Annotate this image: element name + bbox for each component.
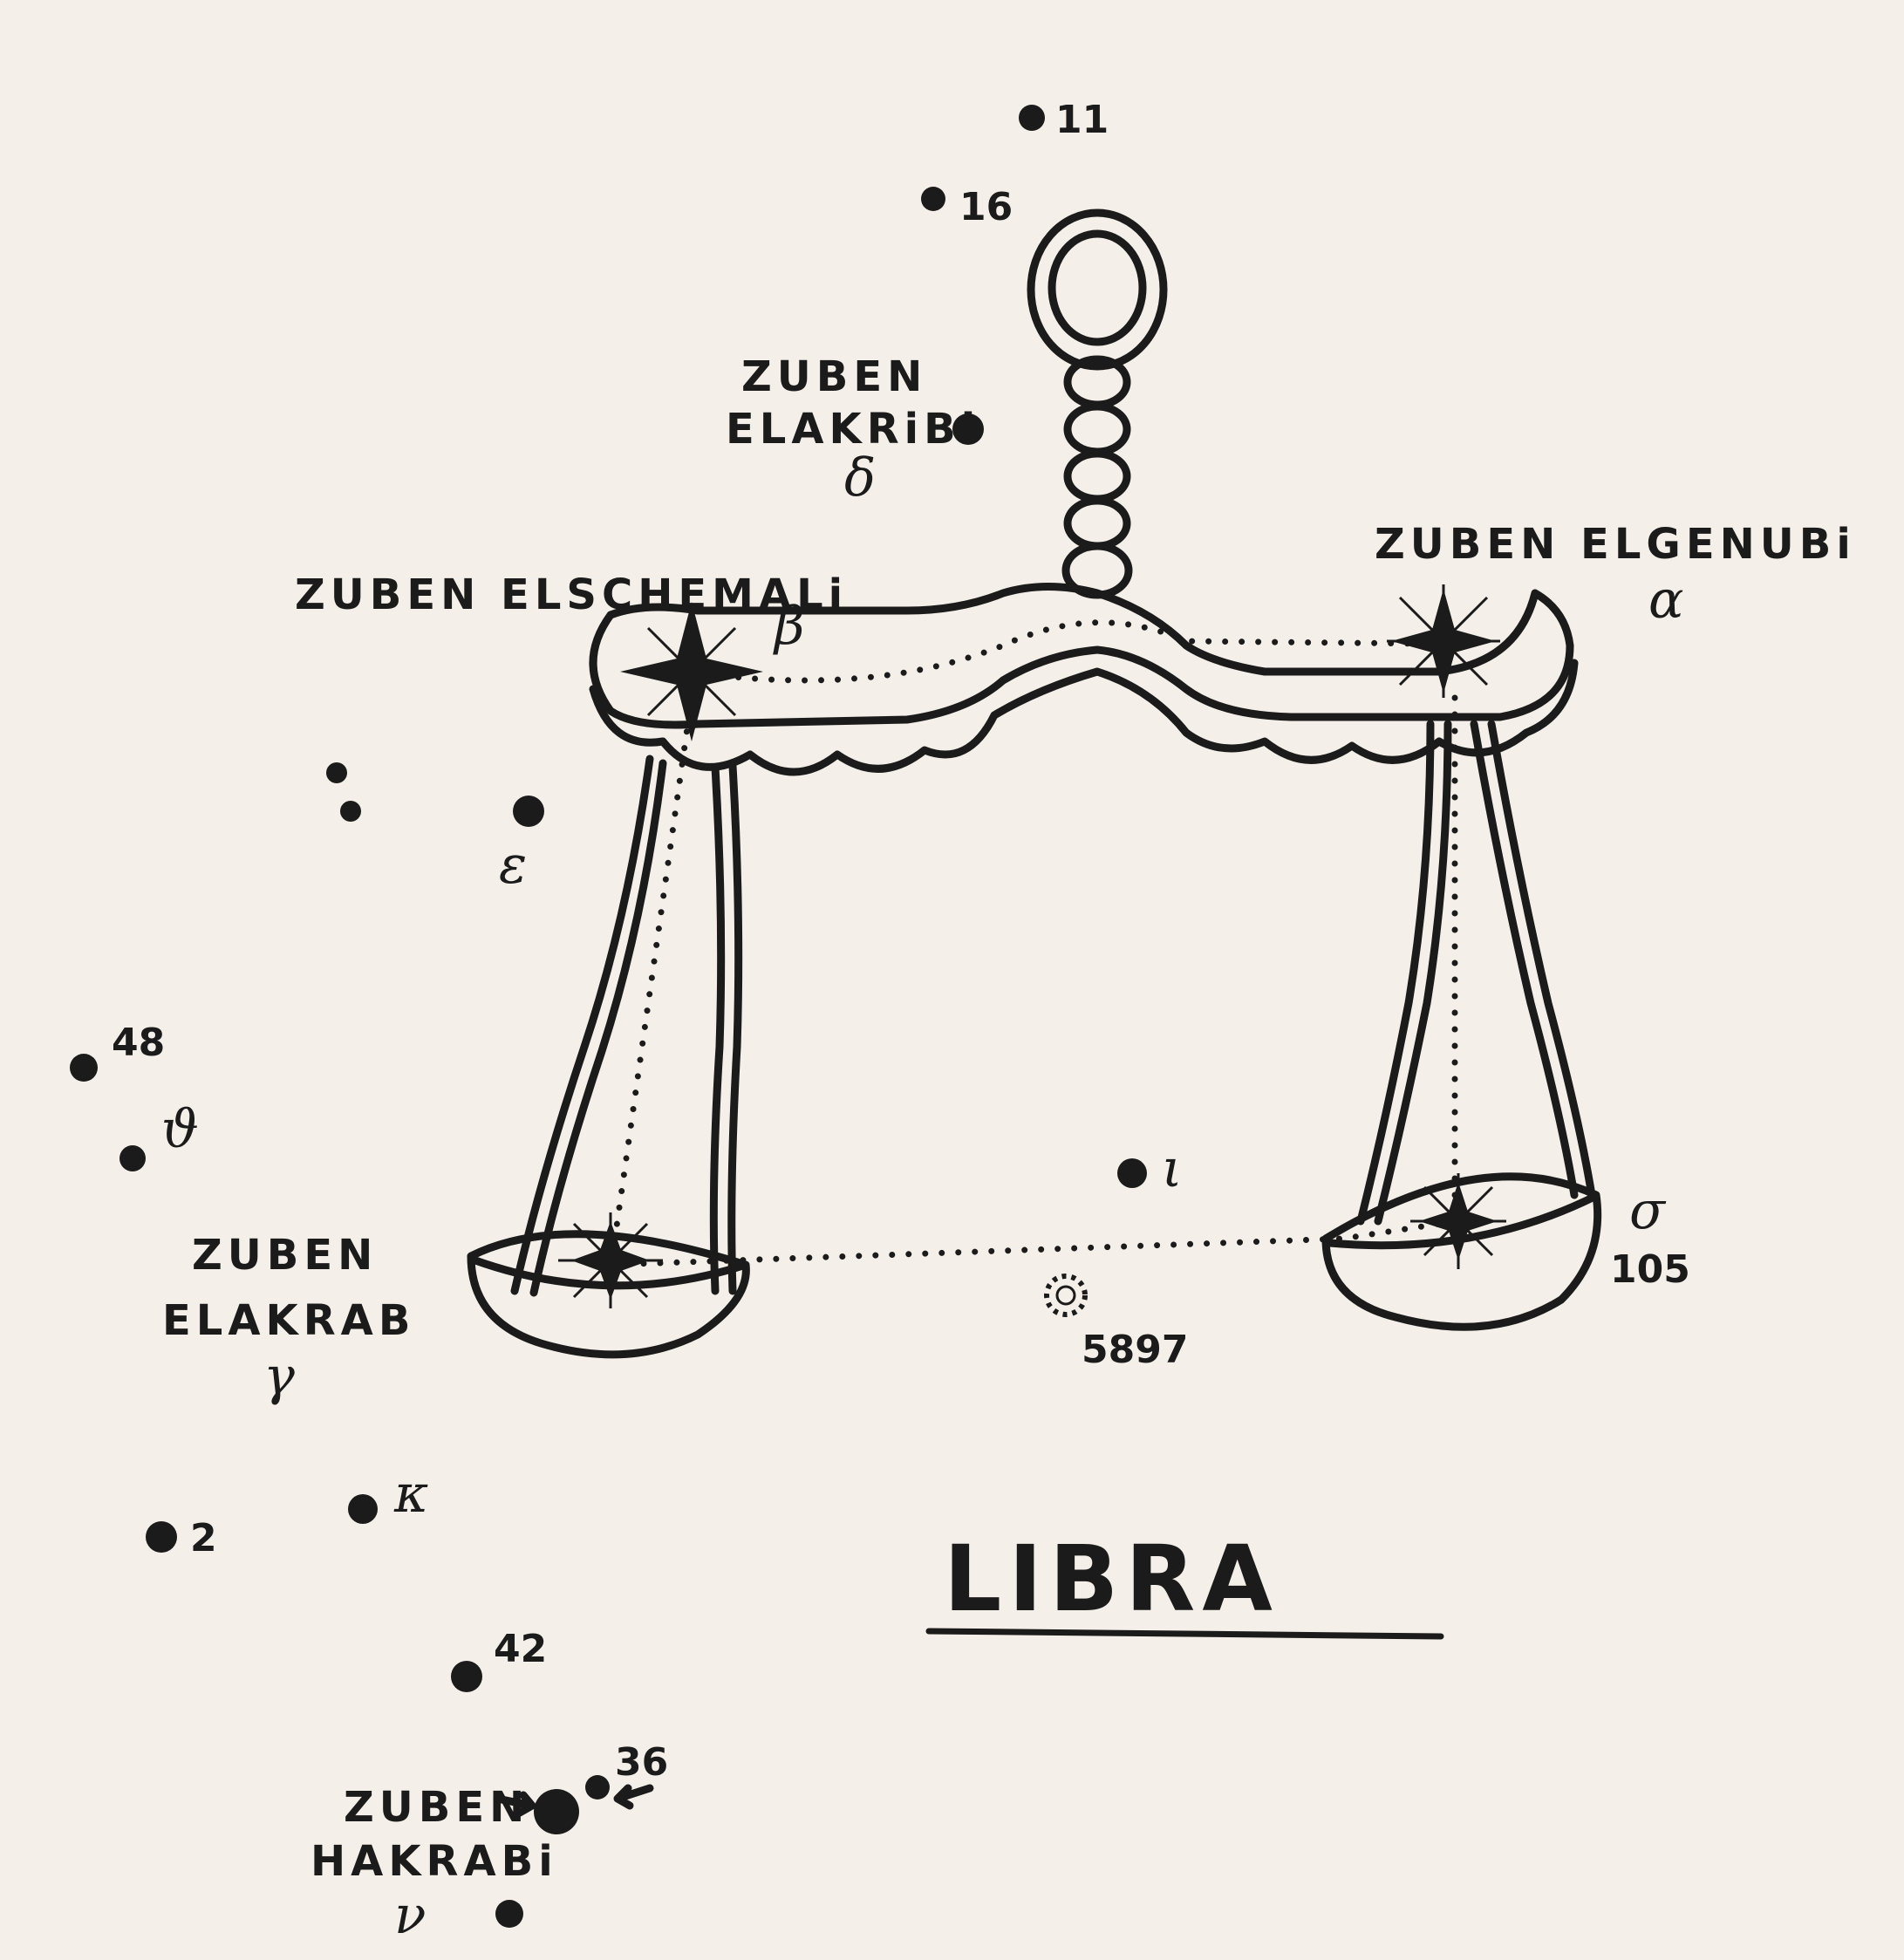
- star-beta: [620, 602, 763, 741]
- left-chains: [510, 755, 743, 1297]
- star-gamma: [558, 1212, 663, 1308]
- hanging-ring-outer: [1027, 208, 1168, 371]
- labels: ZUBEN ELSCHEMALi β ZUBEN ELGENUBi α ZUBE…: [112, 98, 1856, 1946]
- label-nu: ν: [394, 1885, 426, 1946]
- star-dot-delta: [952, 413, 984, 445]
- line-beta-alpha: [686, 619, 1434, 684]
- star-dot-iota: [1117, 1158, 1147, 1188]
- label-gamma: γ: [263, 1346, 295, 1407]
- arrow-right-icon: [613, 1784, 654, 1810]
- label-iota: ι: [1162, 1138, 1183, 1199]
- label-hakrabi-2: HAKRABi: [311, 1837, 558, 1886]
- star-dot-42: [451, 1661, 482, 1692]
- stem-beads: [1061, 355, 1133, 599]
- label-sigma: σ: [1629, 1180, 1667, 1241]
- label-hakrabi-1: ZUBEN: [344, 1783, 529, 1832]
- label-elakrab-1: ZUBEN: [192, 1231, 378, 1280]
- label-48: 48: [112, 1021, 165, 1065]
- right-pan: [1321, 1172, 1602, 1331]
- label-elschemali: ZUBEN ELSCHEMALi: [295, 570, 848, 619]
- star-dot-16: [921, 187, 945, 211]
- constellation-lines: [607, 619, 1460, 1268]
- star-dot-36: [585, 1775, 610, 1800]
- page-title: LIBRA: [944, 1526, 1280, 1632]
- label-36: 36: [615, 1740, 668, 1785]
- star-dot-48: [70, 1054, 98, 1082]
- star-alpha: [1387, 584, 1500, 698]
- label-theta: ϑ: [161, 1099, 199, 1160]
- star-dot-b: [340, 801, 361, 822]
- label-105: 105: [1610, 1247, 1690, 1292]
- beam-fringe: [589, 659, 1579, 776]
- hanging-ring-inner: [1048, 229, 1147, 346]
- label-beta: β: [773, 596, 805, 657]
- small-stars: [70, 105, 1147, 1928]
- label-elakrab-2: ELAKRAB: [162, 1296, 415, 1345]
- label-elgenubi: ZUBEN ELGENUBi: [1375, 520, 1856, 569]
- label-epsilon: ε: [499, 835, 527, 896]
- star-sigma: [1410, 1173, 1506, 1269]
- star-dot-theta: [119, 1145, 146, 1171]
- arrow-left-icon: [493, 1791, 536, 1817]
- star-dot-11: [1019, 105, 1045, 131]
- label-2: 2: [190, 1516, 217, 1560]
- label-delta: δ: [844, 447, 876, 509]
- star-dot-a: [326, 762, 347, 783]
- title-underline: [925, 1628, 1444, 1640]
- line-beta-gamma: [611, 712, 693, 1242]
- label-42: 42: [494, 1627, 547, 1671]
- star-dot-kappa: [348, 1494, 378, 1524]
- label-11: 11: [1055, 98, 1109, 142]
- label-5897: 5897: [1082, 1328, 1188, 1372]
- title-block: LIBRA: [925, 1526, 1444, 1640]
- label-elakribi-1: ZUBEN: [741, 352, 927, 401]
- star-dot-lower: [495, 1900, 523, 1928]
- label-alpha: α: [1648, 570, 1684, 631]
- label-kappa: κ: [393, 1464, 428, 1525]
- star-dot-2: [146, 1521, 177, 1553]
- balance-scale: [467, 208, 1602, 1359]
- line-gamma-sigma: [607, 1218, 1460, 1268]
- label-elakribi-2: ELAKRiBi: [726, 405, 980, 454]
- cluster-5897-symbol: [1044, 1274, 1088, 1317]
- right-chains: [1356, 720, 1596, 1226]
- star-dot-epsilon: [513, 796, 544, 827]
- label-16: 16: [959, 185, 1013, 229]
- star-dot-nu: [534, 1789, 579, 1834]
